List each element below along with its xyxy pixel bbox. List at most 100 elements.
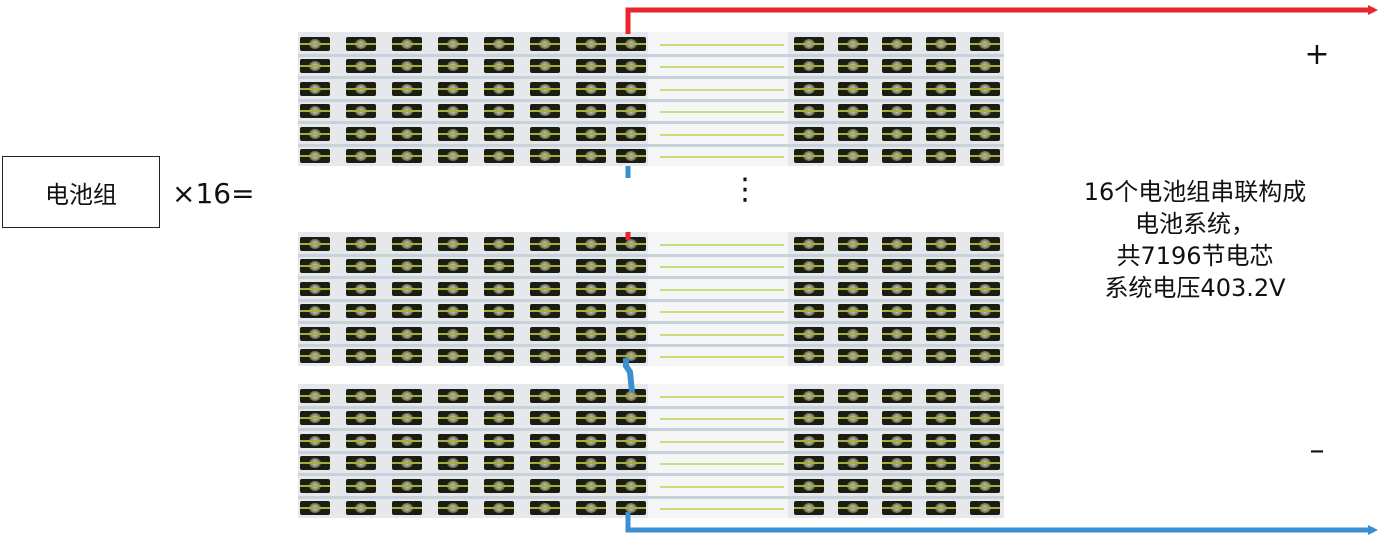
battery-cell	[576, 237, 606, 251]
battery-cell	[300, 104, 330, 118]
battery-cell	[794, 501, 824, 515]
battery-cell	[484, 259, 514, 273]
battery-pack-middle	[298, 232, 1004, 366]
busbar-wire	[660, 396, 784, 398]
battery-cell	[484, 411, 514, 425]
battery-cell	[484, 304, 514, 318]
battery-cell	[882, 37, 912, 51]
battery-cell	[300, 304, 330, 318]
battery-cell	[970, 411, 1000, 425]
busbar-wire	[660, 311, 784, 313]
battery-cell	[392, 37, 422, 51]
battery-cell	[838, 327, 868, 341]
battery-cell	[484, 456, 514, 470]
battery-cell	[926, 479, 956, 493]
battery-module-label: 电池组	[45, 180, 117, 209]
battery-cell	[926, 456, 956, 470]
battery-cell	[392, 434, 422, 448]
battery-cell	[484, 479, 514, 493]
battery-cell	[882, 434, 912, 448]
battery-cell	[794, 349, 824, 363]
battery-cell	[484, 434, 514, 448]
cell-row-separator	[298, 144, 1004, 147]
battery-cell	[300, 349, 330, 363]
battery-cell	[530, 37, 560, 51]
cell-row-separator	[298, 428, 1004, 431]
battery-cell	[392, 59, 422, 73]
battery-cell	[300, 456, 330, 470]
busbar-wire	[660, 156, 784, 158]
multiplier-label: ×16=	[172, 177, 255, 210]
battery-cell	[882, 82, 912, 96]
battery-cell	[438, 479, 468, 493]
battery-cell	[484, 389, 514, 403]
battery-cell	[530, 389, 560, 403]
battery-cell	[576, 82, 606, 96]
battery-cell	[530, 304, 560, 318]
battery-cell	[970, 456, 1000, 470]
battery-cell	[794, 149, 824, 163]
cell-row-separator	[298, 496, 1004, 499]
battery-cell	[794, 237, 824, 251]
positive-terminal-label: +	[1304, 37, 1330, 72]
cell-row-separator	[298, 473, 1004, 476]
battery-cell	[794, 104, 824, 118]
description-line-2: 电池系统，	[1135, 210, 1255, 238]
battery-cell	[576, 127, 606, 141]
battery-cell	[438, 259, 468, 273]
battery-cell	[926, 282, 956, 296]
battery-cell	[438, 411, 468, 425]
battery-cell	[346, 149, 376, 163]
battery-cell	[300, 37, 330, 51]
cell-row-separator	[298, 451, 1004, 454]
battery-cell	[438, 304, 468, 318]
battery-cell	[438, 327, 468, 341]
cell-row-separator	[298, 121, 1004, 124]
battery-cell	[576, 501, 606, 515]
battery-cell	[484, 149, 514, 163]
battery-cell	[794, 304, 824, 318]
battery-cell	[530, 327, 560, 341]
battery-cell	[616, 127, 646, 141]
battery-cell	[346, 456, 376, 470]
battery-cell	[530, 104, 560, 118]
battery-cell	[300, 501, 330, 515]
battery-cell	[616, 237, 646, 251]
battery-cell	[392, 104, 422, 118]
battery-cell	[346, 259, 376, 273]
battery-cell	[438, 127, 468, 141]
battery-cell	[882, 327, 912, 341]
busbar-wire	[660, 44, 784, 46]
battery-cell	[576, 389, 606, 403]
battery-cell	[616, 434, 646, 448]
battery-cell	[926, 104, 956, 118]
busbar-wire	[660, 244, 784, 246]
battery-cell	[438, 389, 468, 403]
battery-cell	[300, 259, 330, 273]
battery-cell	[882, 349, 912, 363]
battery-cell	[576, 456, 606, 470]
battery-cell	[838, 349, 868, 363]
battery-cell	[484, 37, 514, 51]
battery-cell	[616, 327, 646, 341]
battery-cell	[926, 237, 956, 251]
battery-cell	[882, 59, 912, 73]
battery-cell	[926, 82, 956, 96]
battery-cell	[438, 59, 468, 73]
battery-cell	[576, 349, 606, 363]
battery-cell	[838, 304, 868, 318]
battery-cell	[438, 456, 468, 470]
battery-cell	[882, 389, 912, 403]
battery-cell	[882, 104, 912, 118]
battery-cell	[530, 127, 560, 141]
battery-cell	[530, 237, 560, 251]
battery-cell	[970, 304, 1000, 318]
battery-cell	[300, 327, 330, 341]
battery-cell	[970, 82, 1000, 96]
battery-cell	[616, 456, 646, 470]
battery-cell	[616, 59, 646, 73]
battery-cell	[838, 237, 868, 251]
battery-cell	[484, 82, 514, 96]
battery-cell	[300, 282, 330, 296]
